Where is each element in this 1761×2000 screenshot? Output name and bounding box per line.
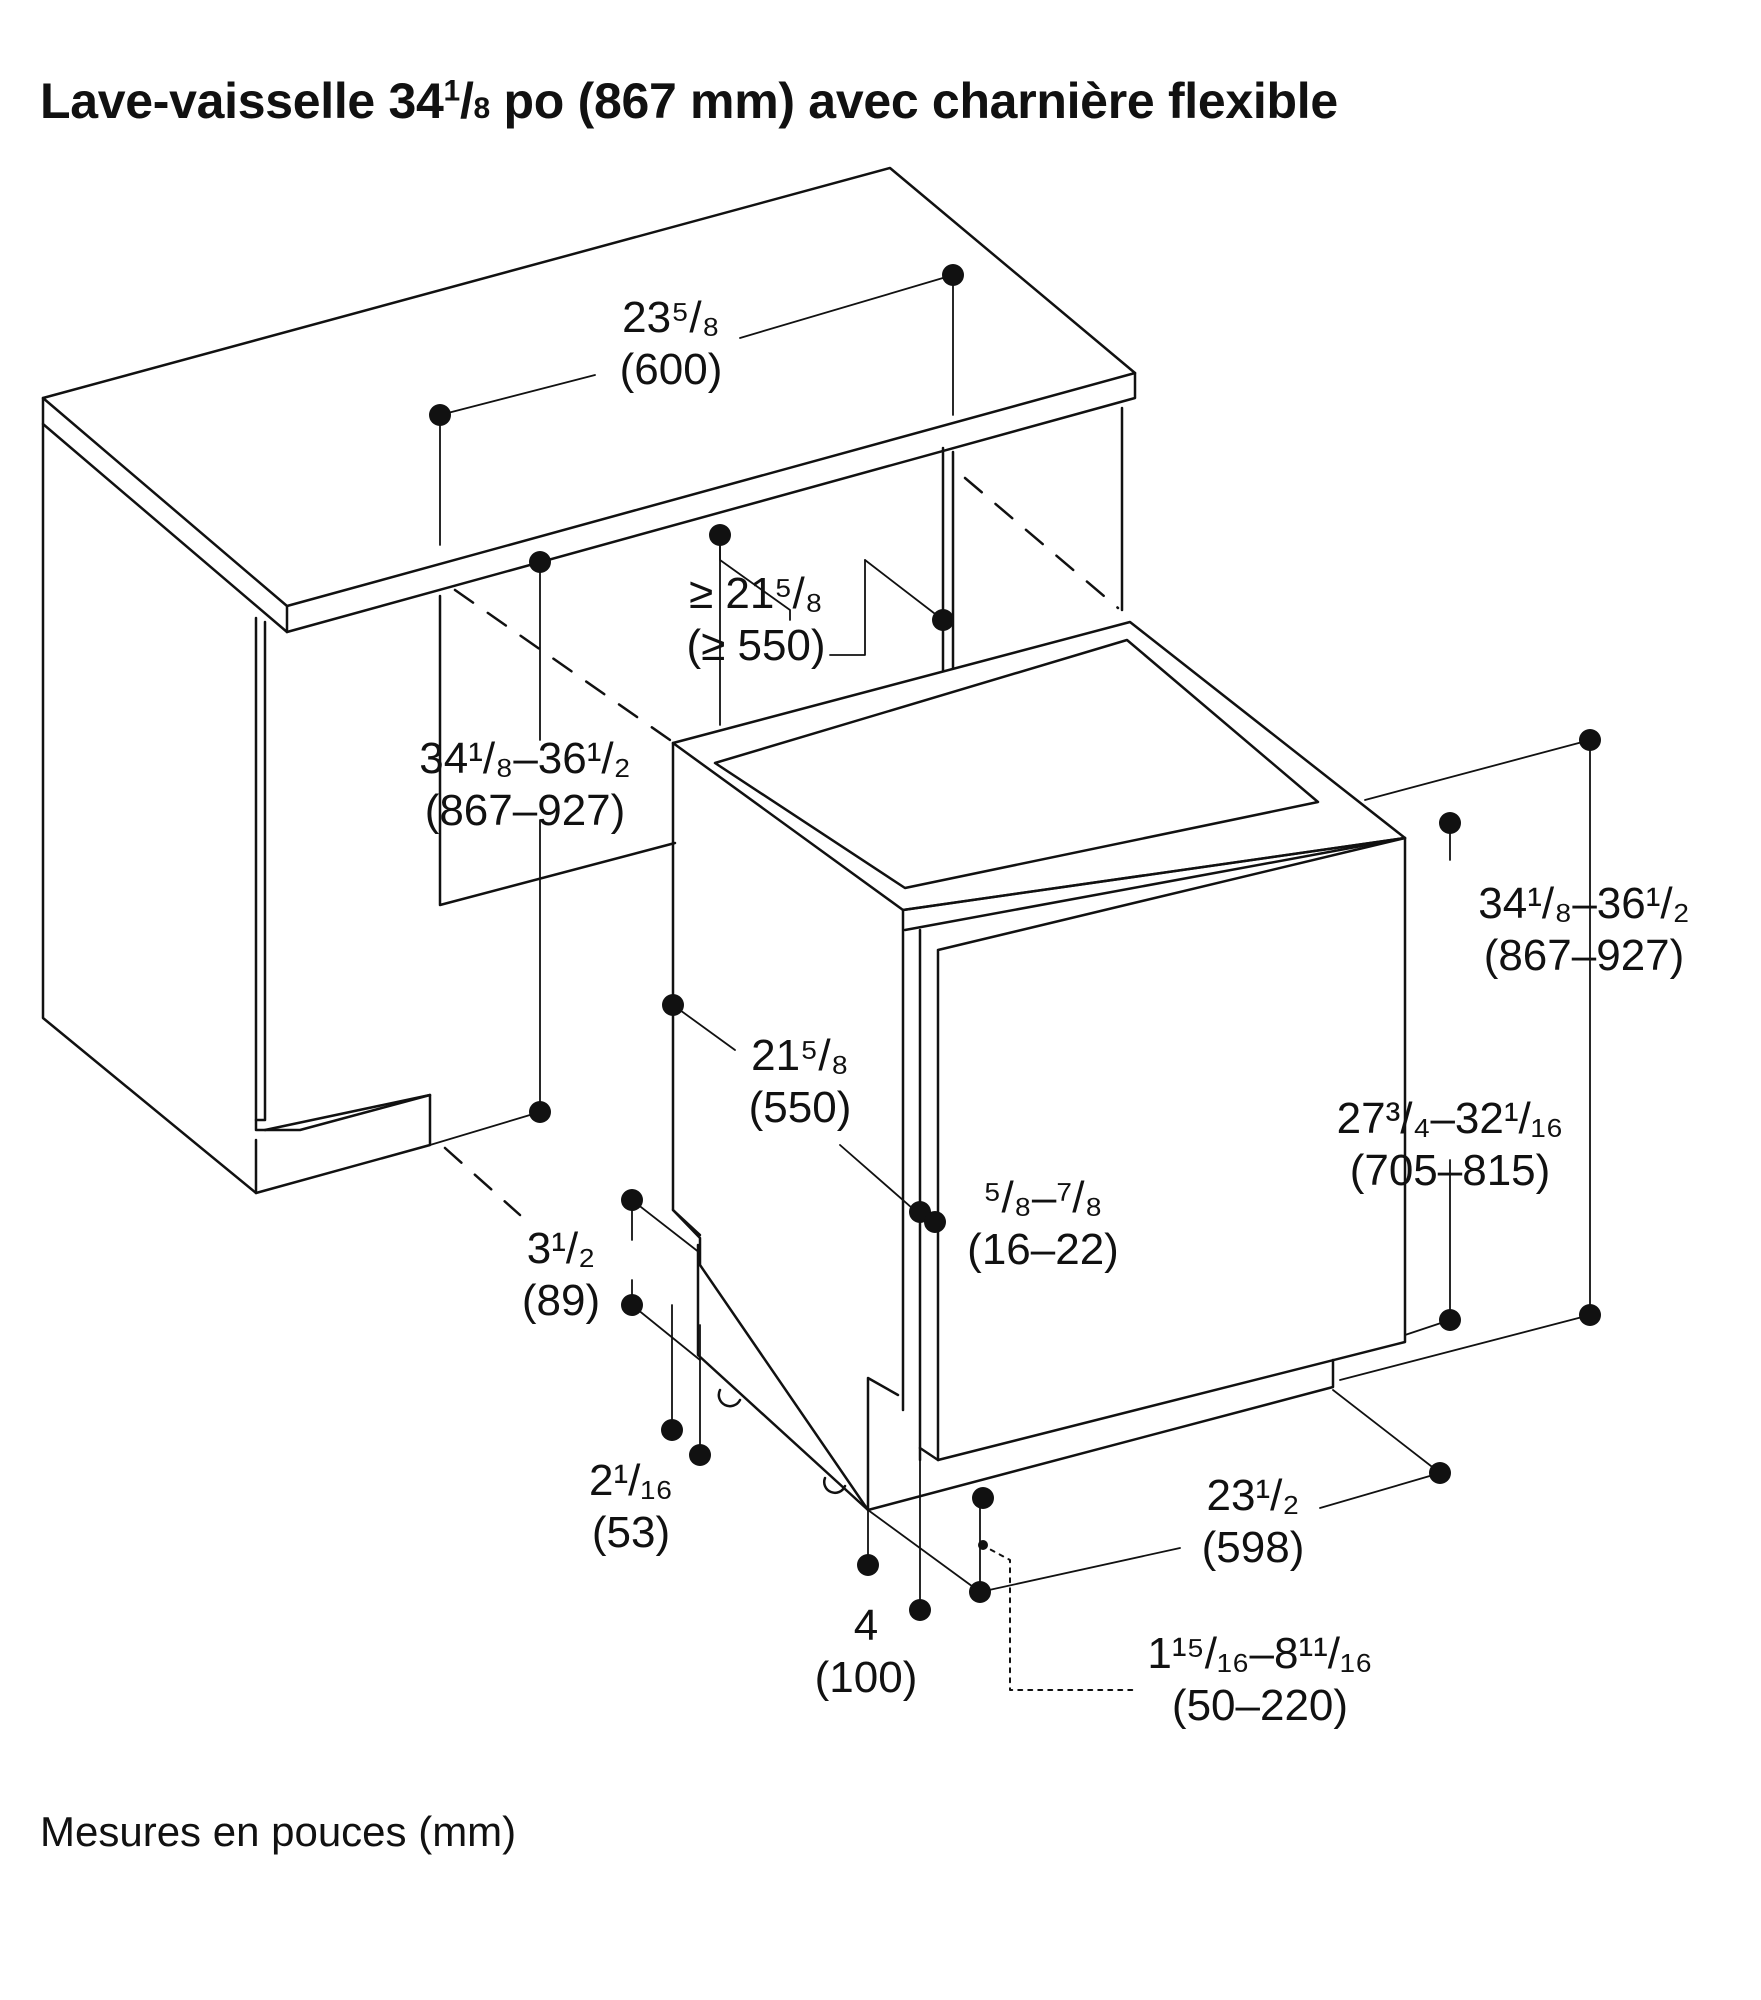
dim-toe-kick-setback-inch: 2¹/₁₆ xyxy=(589,1456,673,1505)
page-title: Lave-vaisselle 341/8 po (867 mm) avec ch… xyxy=(40,73,1339,129)
dim-toe-kick-depth: 3¹/₂ (89) xyxy=(522,1223,600,1327)
dim-niche-height-right-mm: (867–927) xyxy=(1483,931,1685,980)
dim-counter-depth: 23⁵/₈ (600) xyxy=(620,292,723,396)
dim-plinth-height: 4 (100) xyxy=(815,1600,918,1704)
dim-appliance-width-mm: (598) xyxy=(1201,1523,1305,1572)
dim-appliance-width: 23¹/₂ (598) xyxy=(1202,1470,1305,1574)
dim-door-gap-inch: ⁵/₈–⁷/₈ xyxy=(983,1173,1103,1222)
dim-door-gap: ⁵/₈–⁷/₈ (16–22) xyxy=(967,1172,1119,1276)
title-fraction-numerator: 1 xyxy=(443,74,461,108)
dim-cabinet-depth-min-inch: ≥ 21⁵/₈ xyxy=(688,569,824,618)
countertop xyxy=(41,166,1137,634)
dim-foot-adjust: 1¹⁵/₁₆–8¹¹/₁₆ (50–220) xyxy=(1147,1628,1372,1732)
foot-adjust-leader xyxy=(981,1544,1136,1691)
dim-door-gap-mm: (16–22) xyxy=(967,1225,1119,1274)
dim-toe-kick-setback-mm: (53) xyxy=(591,1508,671,1557)
dim-toe-kick-depth-inch: 3¹/₂ xyxy=(526,1224,596,1273)
dimension-lines xyxy=(429,274,1591,1611)
dim-plinth-height-inch: 4 xyxy=(853,1601,879,1650)
title-suffix: po (867 mm) avec charnière flexible xyxy=(489,73,1339,129)
dimension-points xyxy=(429,264,1601,1621)
dim-appliance-depth-mm: (550) xyxy=(748,1083,852,1132)
dim-toe-kick-depth-mm: (89) xyxy=(521,1276,601,1325)
base-cabinet xyxy=(41,406,1124,1195)
dim-cabinet-depth-min: ≥ 21⁵/₈ (≥ 550) xyxy=(686,568,825,672)
dim-counter-depth-mm: (600) xyxy=(619,345,723,394)
dim-niche-height-left-mm: (867–927) xyxy=(424,786,626,835)
dim-niche-height-right: 34¹/₈–36¹/₂ (867–927) xyxy=(1478,878,1689,982)
dim-appliance-depth-inch: 21⁵/₈ xyxy=(751,1031,849,1080)
dim-foot-adjust-mm: (50–220) xyxy=(1171,1681,1349,1730)
title-fraction-denominator: 8 xyxy=(473,92,491,125)
hidden-lines xyxy=(443,476,1120,1217)
measurement-units-note: Mesures en pouces (mm) xyxy=(40,1808,517,1855)
dim-appliance-width-inch: 23¹/₂ xyxy=(1206,1471,1300,1520)
dishwasher xyxy=(671,620,1407,1512)
dim-cabinet-depth-min-mm: (≥ 550) xyxy=(686,621,826,670)
dim-niche-height-right-inch: 34¹/₈–36¹/₂ xyxy=(1478,879,1690,928)
dim-toe-kick-setback: 2¹/₁₆ (53) xyxy=(589,1455,673,1559)
dim-door-panel-height-inch: 27³/₄–32¹/₁₆ xyxy=(1336,1094,1564,1143)
dim-plinth-height-mm: (100) xyxy=(814,1653,918,1702)
dim-door-panel-height: 27³/₄–32¹/₁₆ (705–815) xyxy=(1337,1093,1564,1197)
title-prefix: Lave-vaisselle 34 xyxy=(40,73,444,129)
dim-niche-height-left: 34¹/₈–36¹/₂ (867–927) xyxy=(419,733,630,837)
dim-niche-height-left-inch: 34¹/₈–36¹/₂ xyxy=(419,734,631,783)
dim-foot-adjust-inch: 1¹⁵/₁₆–8¹¹/₁₆ xyxy=(1147,1629,1373,1678)
dim-door-panel-height-mm: (705–815) xyxy=(1349,1146,1551,1195)
dim-counter-depth-inch: 23⁵/₈ xyxy=(622,293,720,342)
dim-appliance-depth: 21⁵/₈ (550) xyxy=(749,1030,852,1134)
